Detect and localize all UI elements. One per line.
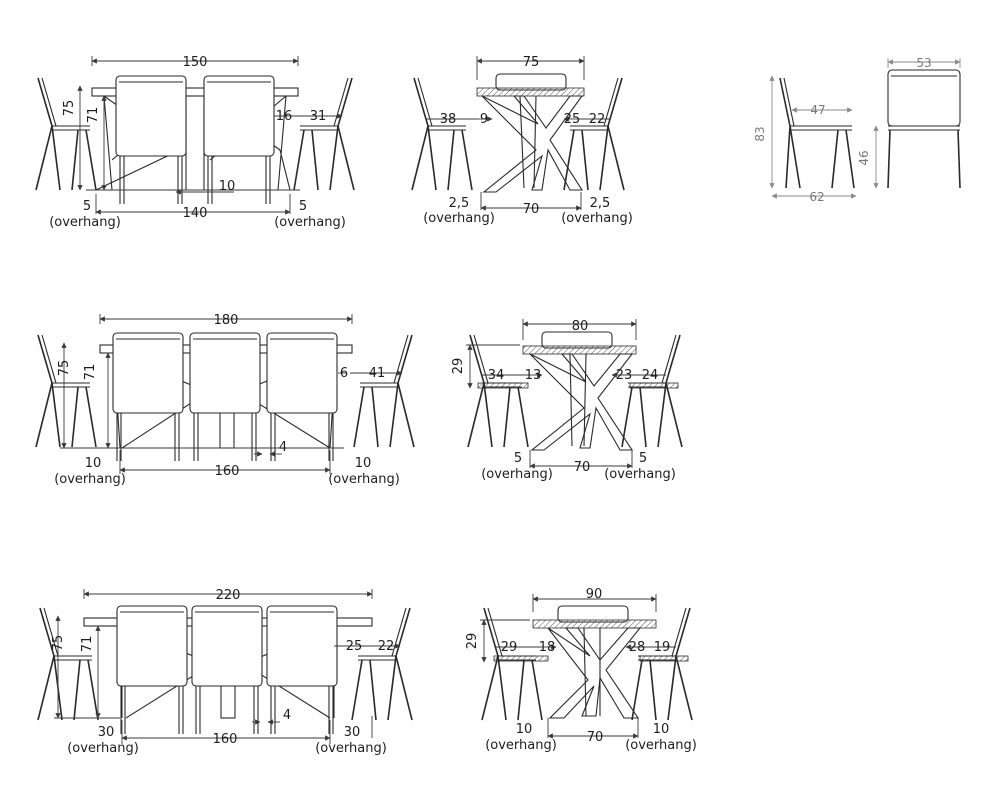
chair-dimensions: 83 47 62 53 46 xyxy=(753,56,961,204)
row2-side-width: 80 xyxy=(572,319,589,334)
row1-front-gap-b: 31 xyxy=(310,109,327,124)
row2-front-gap-a: 6 xyxy=(340,366,348,381)
row3-front-gap-b: 22 xyxy=(378,639,395,654)
row3-front-height: 75 xyxy=(51,635,66,652)
row1-front-overhang-right-label: (overhang) xyxy=(274,215,346,230)
row1-front-overhang-right: 5 xyxy=(299,199,307,214)
row2-front-height: 75 xyxy=(57,360,72,377)
row2-front-overhang-right: 10 xyxy=(355,456,372,471)
row3-side-view: 90 29 29 18 28 19 70 10 (overhang) 10 (o… xyxy=(465,587,697,753)
row2-side-leg-span: 70 xyxy=(574,460,591,475)
row3-side-width: 90 xyxy=(586,587,603,602)
row1-side-left-a: 38 xyxy=(440,112,457,127)
row2-side-height: 29 xyxy=(451,358,466,375)
row1-side-width: 75 xyxy=(523,55,540,70)
row3-front-inner-height: 71 xyxy=(80,636,95,653)
row1-front-leg-span: 140 xyxy=(183,206,208,221)
row1-front-height: 75 xyxy=(62,100,77,117)
row1-front-view: 150 75 71 16 31 10 140 5 (overhang) 5 (o… xyxy=(35,55,355,230)
row1-side-right-a: 25 xyxy=(564,112,581,127)
row2-front-gap-b: 41 xyxy=(369,366,386,381)
chair-depth: 47 xyxy=(810,103,825,117)
row1-side-overhang-left: 2,5 xyxy=(449,196,470,211)
row3-side-right-b: 19 xyxy=(654,640,671,655)
row2-side-overhang-left-label: (overhang) xyxy=(481,467,553,482)
row3-front-length: 220 xyxy=(216,588,241,603)
row2-side-left-a: 34 xyxy=(488,368,505,383)
row1-front-overhang-left-label: (overhang) xyxy=(49,215,121,230)
row2-front-leg-span: 160 xyxy=(215,464,240,479)
row1-front-gap-a: 16 xyxy=(276,109,293,124)
row3-front-overhang-left: 30 xyxy=(98,725,115,740)
row1-side-leg-span: 70 xyxy=(523,202,540,217)
row2-side-overhang-left: 5 xyxy=(514,451,522,466)
chair-width: 53 xyxy=(916,56,931,70)
row3-front-view: 220 75 71 25 22 4 160 30 (overhang) 30 (… xyxy=(37,588,413,756)
row3-side-overhang-right: 10 xyxy=(653,722,670,737)
row3-side-height: 29 xyxy=(465,633,480,650)
row3-front-gap-a: 25 xyxy=(346,639,363,654)
row1-side-overhang-left-label: (overhang) xyxy=(423,211,495,226)
row1-front-length: 150 xyxy=(183,55,208,70)
row2-side-view: 80 29 34 13 23 24 70 5 (overhang) 5 (ove… xyxy=(451,319,683,482)
row2-side-right-b: 24 xyxy=(642,368,659,383)
row1-side-overhang-right-label: (overhang) xyxy=(561,211,633,226)
row1-front-inner-height: 71 xyxy=(86,107,101,124)
chair-leg-depth: 62 xyxy=(809,190,824,204)
row3-front-overhang-left-label: (overhang) xyxy=(67,741,139,756)
row3-side-overhang-right-label: (overhang) xyxy=(625,738,697,753)
row1-front-leg-width: 10 xyxy=(219,179,236,194)
chair-seat-height: 46 xyxy=(857,150,871,165)
row3-side-overhang-left-label: (overhang) xyxy=(485,738,557,753)
row3-front-overhang-right: 30 xyxy=(344,725,361,740)
row2-front-overhang-left-label: (overhang) xyxy=(54,472,126,487)
row2-front-leg-width: 4 xyxy=(279,440,287,455)
row2-front-overhang-right-label: (overhang) xyxy=(328,472,400,487)
row3-side-left-b: 18 xyxy=(539,640,556,655)
row1-side-view: 75 38 9 25 22 70 2,5 (overhang) 2,5 (ove… xyxy=(411,55,633,226)
row3-side-overhang-left: 10 xyxy=(516,722,533,737)
row2-side-overhang-right: 5 xyxy=(639,451,647,466)
row3-front-leg-width: 4 xyxy=(283,708,291,723)
row2-front-view: 180 75 71 6 41 4 160 10 (overhang) 10 (o… xyxy=(35,313,415,487)
row2-front-inner-height: 71 xyxy=(83,364,98,381)
row3-front-leg-span: 160 xyxy=(213,732,238,747)
row2-front-overhang-left: 10 xyxy=(85,456,102,471)
row2-side-left-b: 13 xyxy=(525,368,542,383)
chair-height: 83 xyxy=(753,126,767,141)
row1-side-overhang-right: 2,5 xyxy=(590,196,611,211)
row2-side-overhang-right-label: (overhang) xyxy=(604,467,676,482)
row1-side-right-b: 22 xyxy=(589,112,606,127)
row1-front-overhang-left: 5 xyxy=(83,199,91,214)
row3-side-right-a: 28 xyxy=(629,640,646,655)
row3-front-overhang-right-label: (overhang) xyxy=(315,741,387,756)
row2-side-right-a: 23 xyxy=(616,368,633,383)
row3-side-left-a: 29 xyxy=(501,640,518,655)
row2-front-length: 180 xyxy=(214,313,239,328)
row3-side-leg-span: 70 xyxy=(587,730,604,745)
row1-side-left-b: 9 xyxy=(480,112,488,127)
